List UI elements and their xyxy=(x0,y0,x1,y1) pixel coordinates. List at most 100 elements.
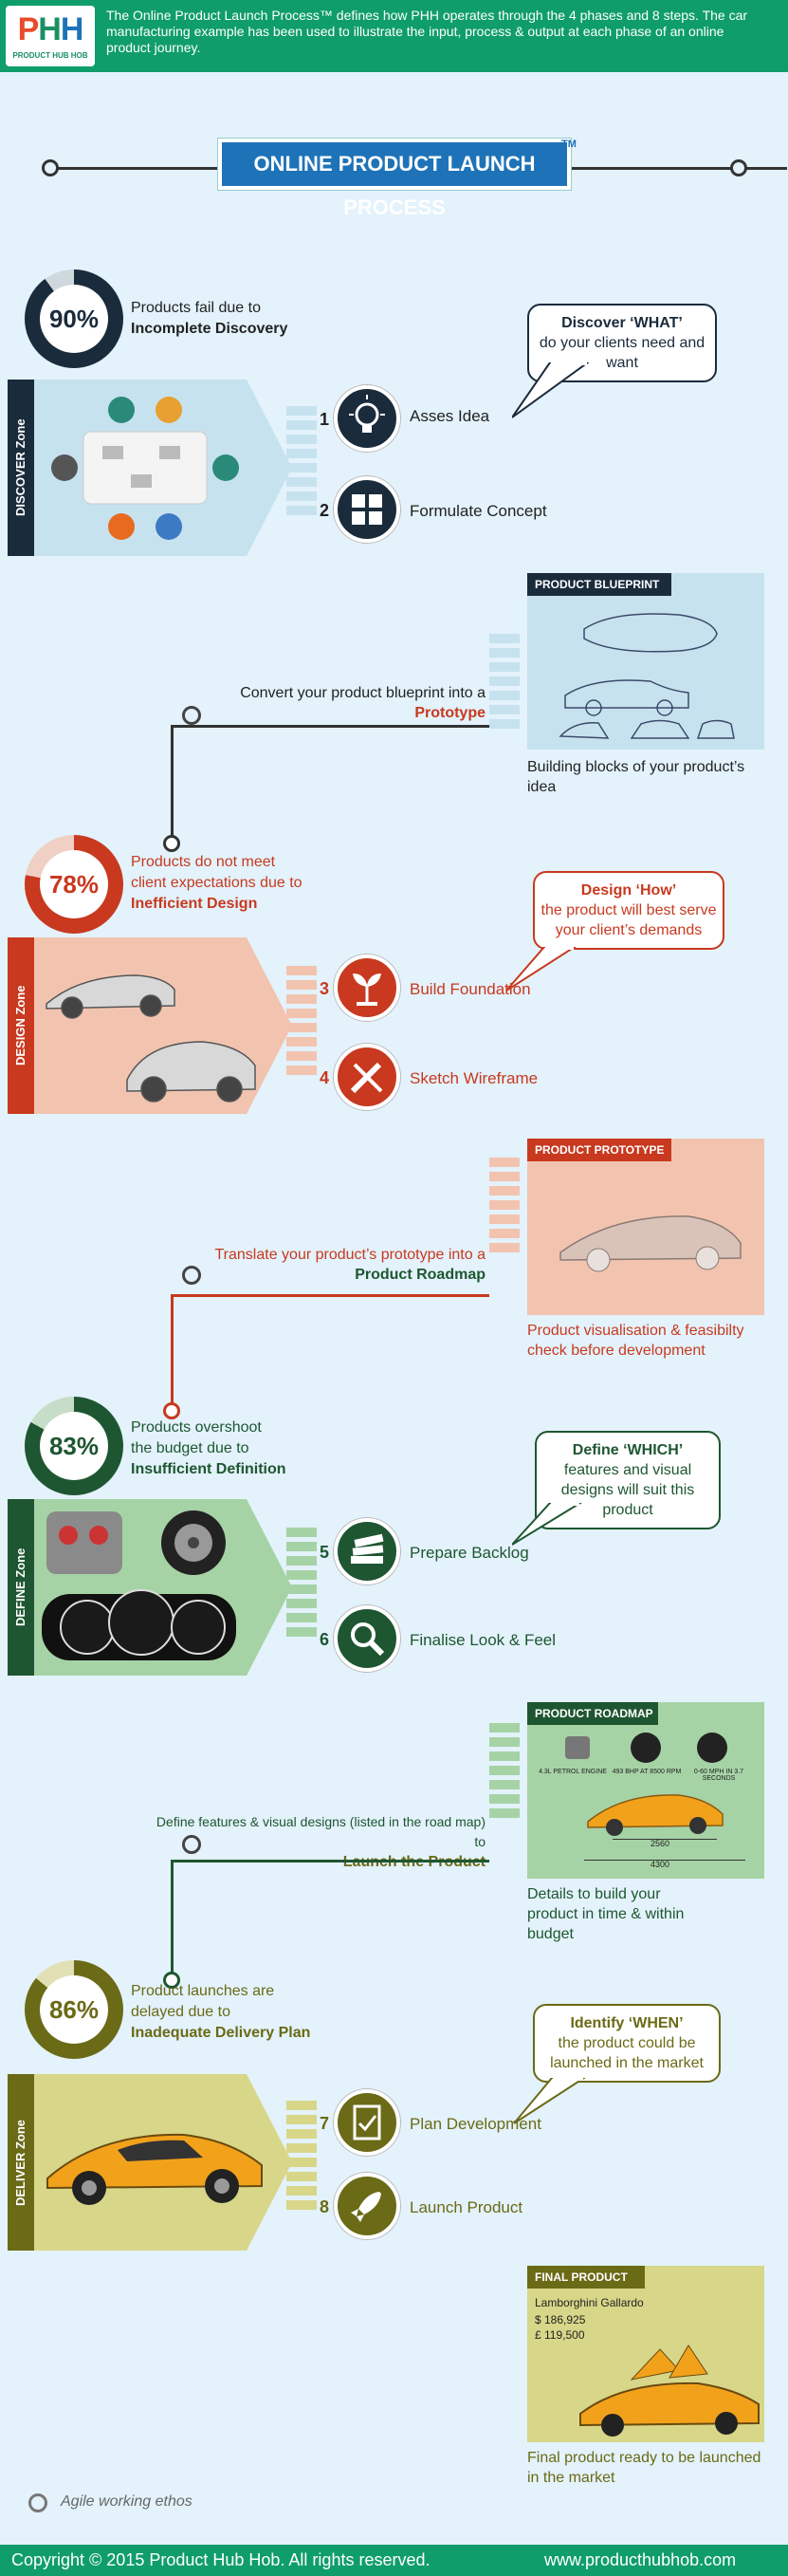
step-3-icon-circle[interactable] xyxy=(334,954,400,1021)
roadmap-car xyxy=(587,1794,724,1836)
roadmap-dim-line-1 xyxy=(613,1839,717,1840)
step-5-number: 5 xyxy=(319,1543,329,1562)
step-8-icon-circle[interactable] xyxy=(334,2173,400,2239)
discover-stat-ring: 90% xyxy=(25,269,123,368)
design-callout-pointer xyxy=(506,947,577,991)
product-prototype-tag: PRODUCT PROTOTYPE xyxy=(527,1139,671,1161)
legend-label: Agile working ethos xyxy=(61,2493,192,2510)
header-description: The Online Product Launch Process™ defin… xyxy=(106,8,748,55)
car-prototype-drawing xyxy=(559,1215,742,1272)
connector-2-hline xyxy=(171,1294,489,1297)
deliver-stat-ring: 86% xyxy=(25,1960,123,2059)
deliver-stripes xyxy=(286,2101,317,2215)
product-roadmap-caption: Details to build your product in time & … xyxy=(527,1886,685,1942)
step-6-number: 6 xyxy=(319,1630,329,1649)
stack-icon xyxy=(351,1533,384,1564)
design-callout: Design ‘How’ the product will best serve… xyxy=(533,871,724,950)
step-8-label: Launch Product xyxy=(410,2198,523,2216)
discover-zone-label: DISCOVER Zone xyxy=(8,380,34,556)
connector-1-end-dot xyxy=(163,835,180,852)
design-stat-value: 78% xyxy=(40,850,108,918)
logo-subtitle: PRODUCT HUB HOB xyxy=(12,51,88,60)
product-roadmap-tag: PRODUCT ROADMAP xyxy=(527,1702,658,1725)
step-5-icon-circle[interactable] xyxy=(334,1518,400,1585)
final-product-caption: Final product ready to be launched in th… xyxy=(527,2450,761,2486)
discover-zone: DISCOVER Zone xyxy=(8,380,292,556)
title-line-right-dot xyxy=(730,159,747,176)
discover-callout-body: do your clients need and want xyxy=(539,335,706,371)
rocket-icon xyxy=(351,2192,381,2222)
define-stat-cause: Insufficient Definition xyxy=(131,1461,286,1477)
connector-1-hline xyxy=(171,725,489,728)
step-4-number: 4 xyxy=(319,1068,329,1087)
deliver-stat-line1: Product launches are xyxy=(131,1983,275,1999)
define-stat-text: Products overshoot the budget due to Ins… xyxy=(131,1418,339,1480)
product-blueprint-card: PRODUCT BLUEPRINT xyxy=(527,573,764,750)
step-3-number: 3 xyxy=(319,979,329,998)
final-product-car xyxy=(579,2344,760,2437)
step-2-label: Formulate Concept xyxy=(410,502,547,520)
step-7-icon-circle[interactable] xyxy=(334,2089,400,2156)
step-4-label: Sketch Wireframe xyxy=(410,1069,539,1087)
discover-stripes xyxy=(286,406,317,520)
design-stat-line1b: client expectations due to xyxy=(131,875,302,891)
page-title: ONLINE PRODUCT LAUNCH PROCESS xyxy=(253,152,536,219)
define-stat-value: 83% xyxy=(40,1412,108,1480)
step-3-label: Build Foundation xyxy=(410,980,531,998)
product-roadmap-card: PRODUCT ROADMAP 4.3L PETROL ENGINE 493 B… xyxy=(527,1702,764,1879)
footer-copyright: Copyright © 2015 Product Hub Hob. All ri… xyxy=(11,2550,431,2569)
deliver-zone-label: DELIVER Zone xyxy=(8,2074,34,2251)
roadmap-stripes xyxy=(489,1723,520,1823)
team-meeting-illustration xyxy=(51,397,239,540)
engine-wheel-dashboard-illustration xyxy=(42,1510,236,1660)
title-banner: ONLINE PRODUCT LAUNCH PROCESS xyxy=(218,139,571,219)
deliver-zone: DELIVER Zone xyxy=(8,2074,292,2251)
roadmap-dim-length: 4300 xyxy=(651,1860,670,1869)
roadmap-spec-power: 493 BHP AT 8500 RPM xyxy=(612,1769,682,1775)
deliver-callout-pointer xyxy=(514,2078,586,2124)
step-6-icon-circle[interactable] xyxy=(334,1605,400,1672)
car-blueprint-drawing xyxy=(559,613,735,739)
step-2-icon-circle[interactable] xyxy=(334,476,400,543)
step-1-icon-circle[interactable] xyxy=(334,385,400,452)
product-prototype-caption: Product visualisation & feasibilty check… xyxy=(527,1323,744,1359)
design-stat-ring: 78% xyxy=(25,835,123,934)
agile-loop-icon xyxy=(182,1266,201,1285)
deliver-stat-value: 86% xyxy=(40,1975,108,2044)
define-stat-line1b: the budget due to xyxy=(131,1440,249,1456)
discover-stat-line1: Products fail due to xyxy=(131,300,261,316)
footer-url[interactable]: www.producthubhob.com xyxy=(544,2550,737,2569)
design-zone-label: DESIGN Zone xyxy=(8,937,34,1114)
connector-1-line1: Convert your product blueprint into a xyxy=(240,685,486,701)
define-stat-line1: Products overshoot xyxy=(131,1419,262,1436)
design-stripes xyxy=(286,966,317,1080)
connector-1-text: Convert your product blueprint into a Pr… xyxy=(190,683,486,723)
header-bar: PHH PRODUCT HUB HOB The Online Product L… xyxy=(0,0,788,72)
connector-3-hline xyxy=(171,1860,489,1863)
roadmap-dim-wheelbase: 2560 xyxy=(651,1839,670,1848)
define-callout-pointer xyxy=(512,1503,582,1546)
design-stat-line1: Products do not meet xyxy=(131,854,276,870)
connector-1-target: Prototype xyxy=(414,705,486,721)
product-blueprint-tag: PRODUCT BLUEPRINT xyxy=(527,573,671,596)
pencil-ruler-icon xyxy=(350,1062,383,1094)
step-5-label: Prepare Backlog xyxy=(410,1544,529,1562)
orange-lamborghini-illustration xyxy=(46,2133,263,2205)
connector-3-line1: Define features & visual designs (listed… xyxy=(156,1814,486,1849)
deliver-callout-title: Identify ‘WHEN’ xyxy=(570,2015,684,2031)
step-7-label: Plan Development xyxy=(410,2115,541,2133)
final-product-tag: FINAL PRODUCT xyxy=(527,2266,645,2289)
logo[interactable]: PHH PRODUCT HUB HOB xyxy=(6,6,95,66)
step-1-number: 1 xyxy=(319,410,329,429)
final-product-price-gbp: £ 119,500 xyxy=(535,2328,585,2342)
connector-1-vline xyxy=(171,725,174,841)
design-zone: DESIGN Zone xyxy=(8,937,292,1114)
step-6-label: Finalise Look & Feel xyxy=(410,1631,557,1649)
seedling-icon xyxy=(353,973,381,1006)
step-4-icon-circle[interactable] xyxy=(334,1044,400,1110)
connector-2-text: Translate your product’s prototype into … xyxy=(190,1245,486,1285)
agile-loop-icon xyxy=(182,706,201,725)
define-stripes xyxy=(286,1528,317,1641)
design-callout-body: the product will best serve your client’… xyxy=(541,902,717,938)
blueprint-stripes xyxy=(489,634,520,733)
